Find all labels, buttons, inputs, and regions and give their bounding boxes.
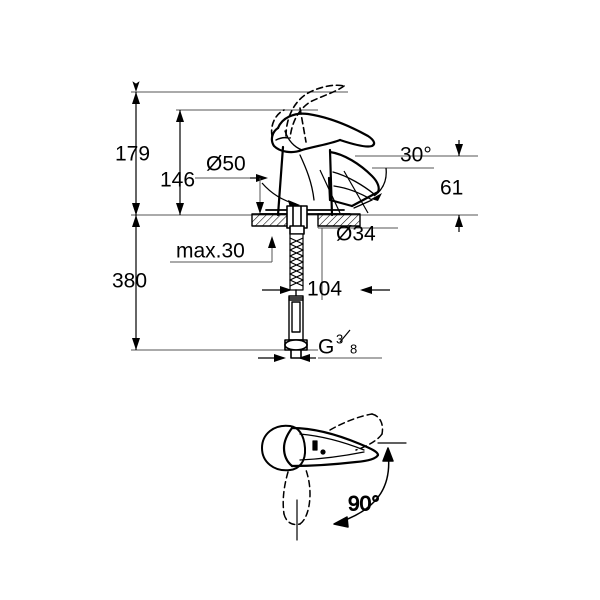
body-transition xyxy=(299,154,315,201)
dimension-g38: G 3 8 xyxy=(258,329,382,362)
dimension-90deg xyxy=(333,447,394,528)
dim-g38-denominator: 8 xyxy=(350,341,357,356)
dimension-146: 146 xyxy=(160,110,195,215)
dim-g38-letter: G xyxy=(318,336,334,359)
dim-104-label: 104 xyxy=(307,278,342,301)
top-view-spout-dashed-down xyxy=(282,469,311,526)
dimension-d34: Ø34 xyxy=(317,215,398,300)
basin-section xyxy=(251,213,361,227)
flexible-hose-upper xyxy=(289,233,304,291)
faucet-top-view: 90° xyxy=(261,413,407,541)
dimension-max30: max.30 xyxy=(170,236,276,263)
mounting-shank xyxy=(286,205,308,235)
thread-coupling xyxy=(284,339,308,359)
faucet-body xyxy=(276,145,334,217)
dim-380-label: 380 xyxy=(112,270,147,293)
dimension-380: 380 xyxy=(112,215,147,350)
spout-underside xyxy=(332,171,375,209)
spout xyxy=(327,150,380,208)
top-view-spout xyxy=(282,426,380,468)
dim-179-label: 179 xyxy=(115,143,150,166)
dimension-d50: Ø50 xyxy=(195,153,268,214)
dim-max30-label: max.30 xyxy=(176,240,245,263)
dim-d50-label: Ø50 xyxy=(206,153,246,176)
dimension-61: 61 xyxy=(440,140,463,232)
top-view-outlet-marker xyxy=(312,440,326,455)
handle-solid xyxy=(270,112,376,154)
top-view-spout-dashed-rotated xyxy=(329,413,384,451)
dim-d34-label: Ø34 xyxy=(336,223,376,246)
dim-30deg-label: 30° xyxy=(400,144,432,167)
faucet-side-view xyxy=(251,84,380,359)
hose-connector xyxy=(288,289,304,341)
top-view-spout-contour xyxy=(299,433,365,461)
dim-g38-numerator: 3 xyxy=(336,331,343,346)
handle-pivot-detail xyxy=(275,130,303,151)
dim-146-label: 146 xyxy=(160,169,195,192)
dim-61-label: 61 xyxy=(440,177,463,200)
dimension-104: 104 xyxy=(262,278,390,301)
dim-90deg-label: 90° xyxy=(348,493,380,516)
dimension-30deg: 30° xyxy=(261,144,434,214)
dimension-179: 179 xyxy=(115,81,150,215)
